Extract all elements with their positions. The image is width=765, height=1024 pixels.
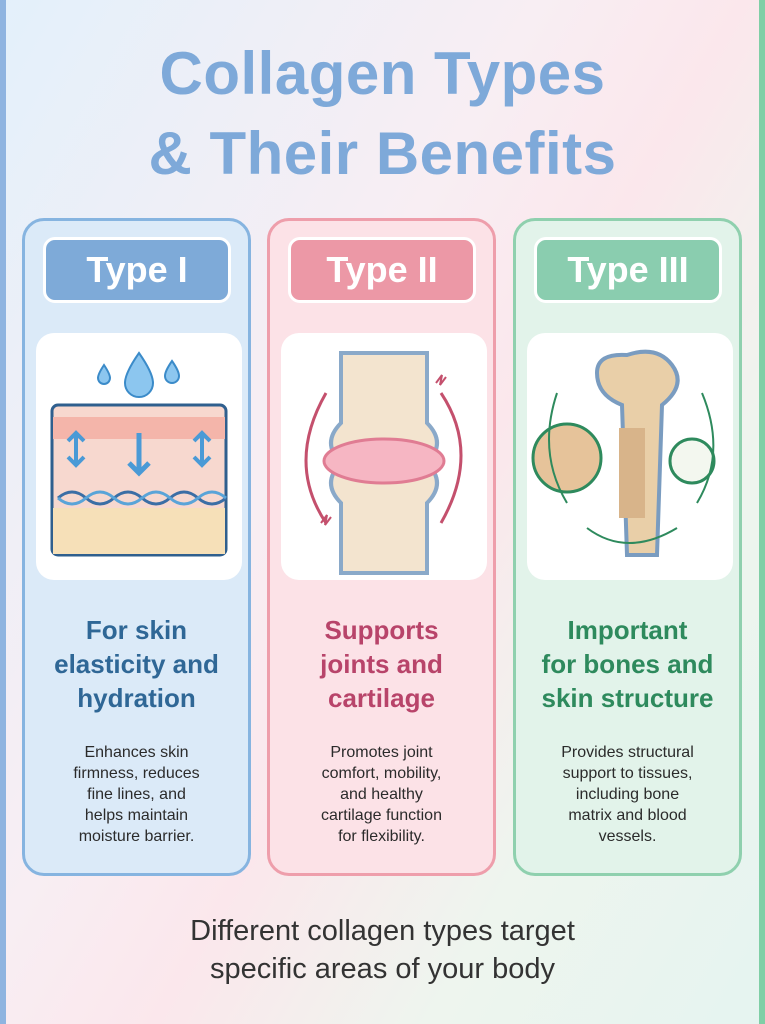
card-description: Provides structural support to tissues, … [561, 744, 694, 845]
footer-caption: Different collagen types target specific… [190, 915, 575, 985]
card-heading: For skin elasticity and hydration [54, 615, 219, 713]
card-heading: Important for bones and skin structure [541, 615, 714, 713]
type-badge: Type III [534, 237, 722, 303]
card-description: Promotes joint comfort, mobility, and he… [321, 744, 442, 845]
knee-joint-icon [281, 333, 487, 580]
card-description: Enhances skin firmness, reduces fine lin… [73, 744, 200, 845]
type-badge: Type II [288, 237, 476, 303]
card-type-3: Type III Important for bones and skin st… [513, 218, 742, 876]
card-type-1: Type I For skin elasticity and hydration… [22, 218, 251, 876]
card-heading: Supports joints and cartilage [320, 615, 443, 713]
type-badge: Type I [43, 237, 231, 303]
bone-structure-icon [527, 333, 733, 580]
card-type-2: Type II Supports joints and cartilage Pr… [267, 218, 496, 876]
page-title: Collagen Types & Their Benefits [148, 40, 617, 187]
skin-layers-icon [36, 333, 242, 580]
